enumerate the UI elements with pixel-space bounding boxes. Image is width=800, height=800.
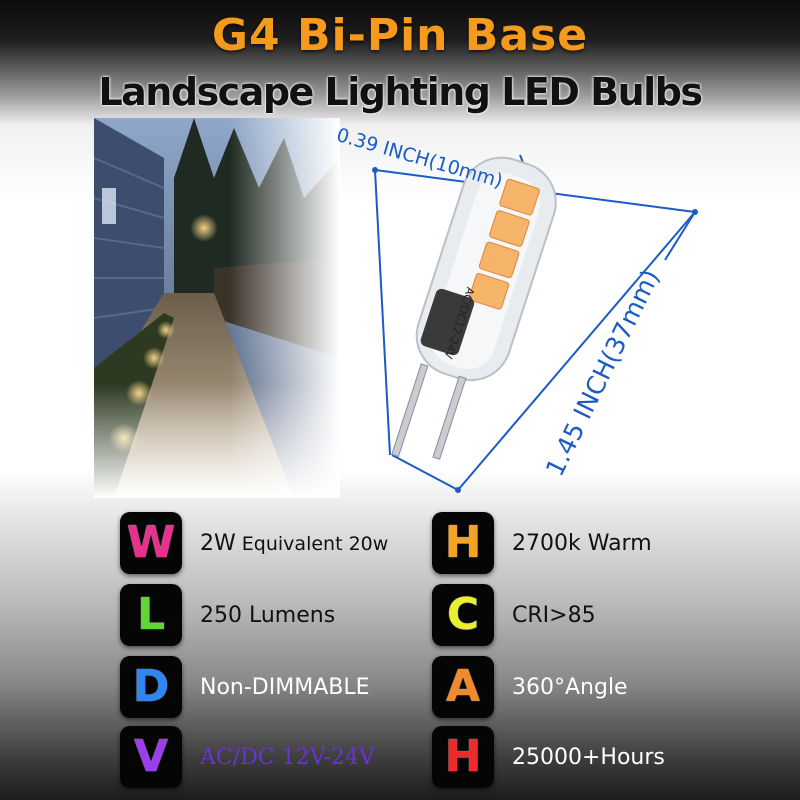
- feature-letter: D: [132, 661, 170, 712]
- feature-letter: A: [445, 661, 481, 712]
- feature-label: 250 Lumens: [200, 602, 336, 628]
- feature-label: 360°Angle: [512, 674, 628, 700]
- feature-letter: L: [136, 589, 166, 640]
- feature-h2-icon: H: [432, 726, 494, 788]
- feature-label: AC/DC 12V-24V: [200, 744, 375, 770]
- headline-product-name: Landscape Lighting LED Bulbs: [98, 70, 703, 114]
- g4-bulb-image: AC/DC12-24V: [372, 154, 698, 493]
- feature-letter: H: [444, 517, 482, 568]
- feature-wattage: W 2W Equivalent 20w: [120, 510, 388, 576]
- feature-color-temp: H 2700k Warm: [432, 510, 652, 576]
- feature-c-icon: C: [432, 584, 494, 646]
- feature-voltage: V AC/DC 12V-24V: [120, 724, 375, 790]
- feature-w-icon: W: [120, 512, 182, 574]
- feature-dimming: D Non-DIMMABLE: [120, 654, 370, 720]
- feature-d-icon: D: [120, 656, 182, 718]
- feature-angle: A 360°Angle: [432, 654, 628, 720]
- feature-lifespan: H 25000+Hours: [432, 724, 665, 790]
- headline-base-type: G4 Bi-Pin Base: [211, 10, 589, 61]
- feature-label: CRI>85: [512, 602, 596, 628]
- feature-cri: C CRI>85: [432, 582, 596, 648]
- feature-letter: H: [444, 731, 482, 782]
- feature-letter: W: [126, 517, 176, 568]
- feature-a-icon: A: [432, 656, 494, 718]
- landscape-scene-image: [94, 118, 340, 498]
- feature-letter: V: [133, 731, 169, 782]
- feature-label: 25000+Hours: [512, 744, 665, 770]
- feature-l-icon: L: [120, 584, 182, 646]
- feature-h-icon: H: [432, 512, 494, 574]
- feature-letter: C: [446, 589, 480, 640]
- feature-label: 2700k Warm: [512, 530, 652, 556]
- feature-v-icon: V: [120, 726, 182, 788]
- feature-lumens: L 250 Lumens: [120, 582, 335, 648]
- feature-label: Non-DIMMABLE: [200, 674, 370, 700]
- feature-label: 2W Equivalent 20w: [200, 530, 389, 556]
